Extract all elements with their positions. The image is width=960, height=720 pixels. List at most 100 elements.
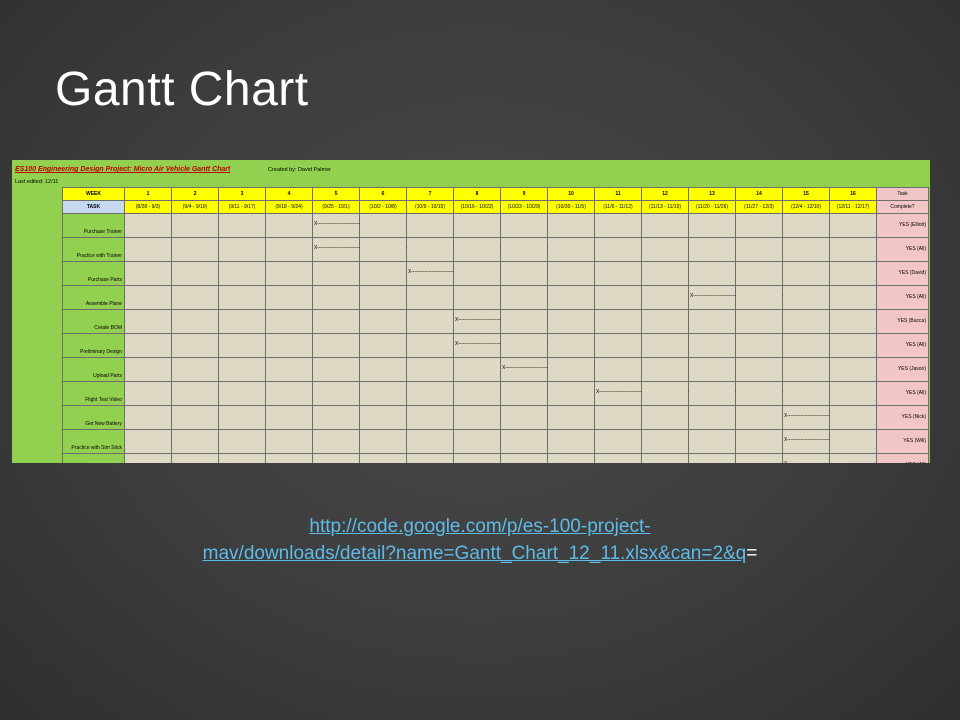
week-cell	[359, 453, 407, 463]
week-cell	[688, 237, 736, 262]
week-cell	[829, 333, 877, 358]
table-row: Preliminary DesignX---------------------…	[62, 333, 929, 358]
table-row: Final Presentation/ReportX--------------…	[62, 453, 929, 463]
week-cell	[735, 261, 783, 286]
week-date-range: (9/11 - 9/17)	[218, 200, 266, 214]
week-date-range: (10/16 - 10/22)	[453, 200, 501, 214]
sheet-created-by: Created by: David Palmer	[268, 167, 331, 173]
task-complete-status: YES (All)	[876, 285, 929, 310]
week-cell	[359, 429, 407, 454]
week-cell	[171, 213, 219, 238]
week-cell	[547, 429, 595, 454]
week-date-range: (10/23 - 10/29)	[500, 200, 548, 214]
week-cell	[218, 285, 266, 310]
table-row: Assemble PlaneX-------------------------…	[62, 285, 929, 310]
week-date-range: (12/4 - 12/10)	[782, 200, 830, 214]
week-cell	[547, 261, 595, 286]
week-cell	[829, 309, 877, 334]
task-complete-status: YES (All)	[876, 453, 929, 463]
table-row: Get New BatteryX------------------------…	[62, 405, 929, 430]
week-cell	[265, 261, 313, 286]
week-cell	[359, 237, 407, 262]
source-link-part-2[interactable]: mav/downloads/detail?name=Gantt_Chart_12…	[202, 543, 747, 564]
week-cell	[594, 237, 642, 262]
task-complete-header-bottom: Complete?	[876, 200, 929, 214]
week-cell	[782, 261, 830, 286]
week-cell	[124, 453, 172, 463]
week-cell	[500, 213, 548, 238]
task-name: Create BOM	[62, 309, 125, 334]
week-cell	[594, 429, 642, 454]
week-cell	[735, 357, 783, 382]
task-name: Practice with Trainer	[62, 237, 125, 262]
week-cell	[500, 309, 548, 334]
week-label: WEEK	[62, 187, 125, 201]
week-number: 8	[453, 187, 501, 201]
week-cell	[171, 405, 219, 430]
week-cell	[359, 381, 407, 406]
week-cell	[782, 213, 830, 238]
week-cell	[171, 357, 219, 382]
week-cell	[735, 405, 783, 430]
source-link-part-1[interactable]: http://code.google.com/p/es-100-project-	[309, 516, 651, 537]
week-cell	[171, 381, 219, 406]
table-row: Purchase PartsX-------------------------…	[62, 261, 929, 286]
gantt-bar: X---------------------------------------…	[408, 269, 498, 276]
week-cell	[171, 453, 219, 463]
week-cell	[688, 309, 736, 334]
week-cell	[829, 405, 877, 430]
week-cell	[829, 453, 877, 463]
week-cell	[782, 333, 830, 358]
week-cell	[265, 381, 313, 406]
week-cell	[406, 237, 454, 262]
week-cell	[124, 357, 172, 382]
week-cell	[829, 285, 877, 310]
week-cell	[782, 237, 830, 262]
source-link-line-1: http://code.google.com/p/es-100-project-	[0, 514, 960, 539]
week-cell	[218, 381, 266, 406]
gantt-bar: X---------------------------------------…	[784, 461, 874, 463]
task-complete-header-top: Task	[876, 187, 929, 201]
week-cell	[453, 381, 501, 406]
week-cell	[641, 429, 689, 454]
task-name: Get New Battery	[62, 405, 125, 430]
week-cell	[406, 309, 454, 334]
week-cell: X---------------------------------------…	[594, 381, 827, 406]
task-name: Assemble Plane	[62, 285, 125, 310]
week-cell	[124, 285, 172, 310]
week-cell	[594, 453, 642, 463]
week-cell	[312, 333, 360, 358]
week-date-range: (11/27 - 12/3)	[735, 200, 783, 214]
table-row: Purchase TrainerX-----------------------…	[62, 213, 929, 238]
week-cell	[735, 213, 783, 238]
week-cell	[171, 333, 219, 358]
week-cell	[218, 357, 266, 382]
week-cell	[124, 261, 172, 286]
source-link-trailing: =	[746, 543, 758, 564]
week-cell	[265, 237, 313, 262]
week-cell: X---------------------------------------…	[312, 213, 404, 238]
week-cell	[829, 213, 877, 238]
week-cell	[218, 453, 266, 463]
week-cell	[453, 261, 501, 286]
week-cell: X---------------------------------------…	[500, 357, 639, 382]
week-cell	[594, 333, 642, 358]
week-cell	[171, 309, 219, 334]
week-date-range: (11/20 - 11/26)	[688, 200, 736, 214]
task-complete-status: YES (All)	[876, 381, 929, 406]
week-cell	[500, 453, 548, 463]
week-cell	[641, 453, 689, 463]
task-complete-status: YES (Nick)	[876, 405, 929, 430]
week-cell	[218, 429, 266, 454]
source-link-line-2: mav/downloads/detail?name=Gantt_Chart_12…	[0, 541, 960, 566]
week-cell	[688, 357, 736, 382]
week-cell	[735, 285, 783, 310]
week-cell	[735, 333, 783, 358]
week-cell	[547, 333, 595, 358]
week-date-range: (11/13 - 11/19)	[641, 200, 689, 214]
task-name: Upload Parts	[62, 357, 125, 382]
week-cell	[641, 213, 689, 238]
table-row: Practice with TrainerX------------------…	[62, 237, 929, 262]
week-cell	[359, 261, 407, 286]
header-row-ranges: TASK(8/28 - 9/3)(9/4 - 9/10)(9/11 - 9/17…	[62, 200, 929, 214]
